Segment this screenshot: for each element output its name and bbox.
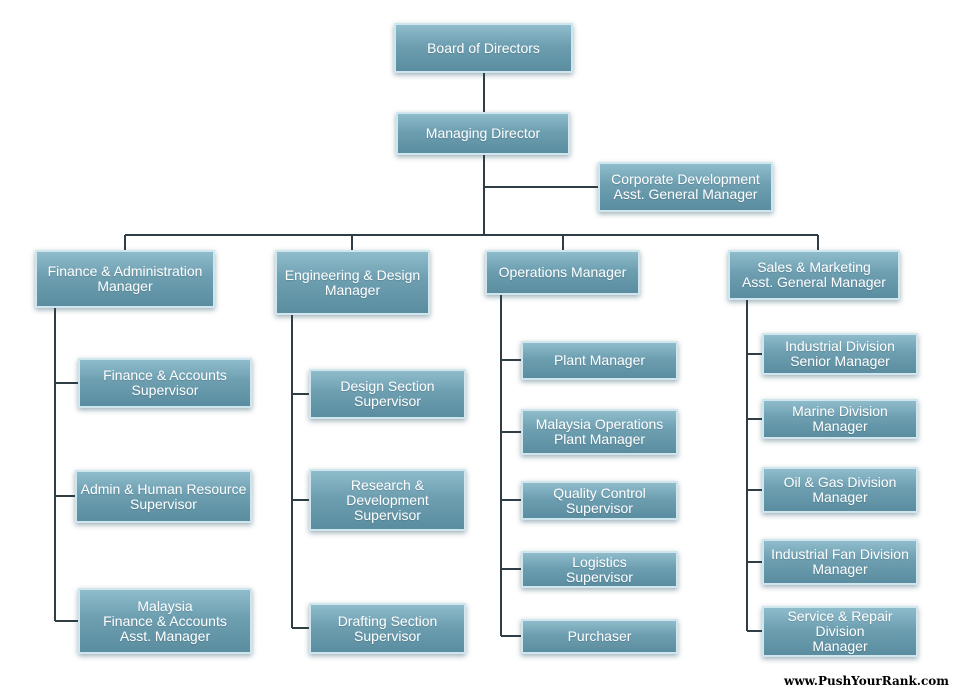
service-repair-division-box: Service & Repair Division Manager <box>762 606 918 657</box>
sales-marketing-box: Sales & Marketing Asst. General Manager <box>728 250 900 300</box>
research-development-box: Research & Development Supervisor <box>309 469 466 531</box>
drafting-section-box: Drafting Section Supervisor <box>309 603 466 654</box>
design-section-box: Design Section Supervisor <box>309 369 466 419</box>
engineering-design-box: Engineering & Design Manager <box>275 250 430 315</box>
logistics-box: Logistics Supervisor <box>521 551 678 588</box>
finance-administration-box: Finance & Administration Manager <box>35 250 215 308</box>
industrial-division-box: Industrial Division Senior Manager <box>762 333 918 375</box>
watermark-text: www.PushYourRank.com <box>783 674 949 688</box>
oil-gas-division-box: Oil & Gas Division Manager <box>762 467 918 513</box>
quality-control-box: Quality Control Supervisor <box>521 481 678 520</box>
malaysia-finance-box: Malaysia Finance & Accounts Asst. Manage… <box>78 588 252 654</box>
admin-hr-supervisor-box: Admin & Human Resource Supervisor <box>75 470 252 523</box>
industrial-fan-division-box: Industrial Fan Division Manager <box>762 539 918 585</box>
marine-division-box: Marine Division Manager <box>762 399 918 439</box>
board-of-directors-box: Board of Directors <box>394 23 573 73</box>
finance-accounts-supervisor-box: Finance & Accounts Supervisor <box>78 358 252 408</box>
plant-manager-box: Plant Manager <box>521 341 678 380</box>
operations-manager-box: Operations Manager <box>485 250 640 295</box>
purchaser-box: Purchaser <box>521 619 678 654</box>
malaysia-operations-box: Malaysia Operations Plant Manager <box>521 409 678 455</box>
corporate-development-box: Corporate Development Asst. General Mana… <box>598 162 773 212</box>
managing-director-box: Managing Director <box>396 112 570 155</box>
